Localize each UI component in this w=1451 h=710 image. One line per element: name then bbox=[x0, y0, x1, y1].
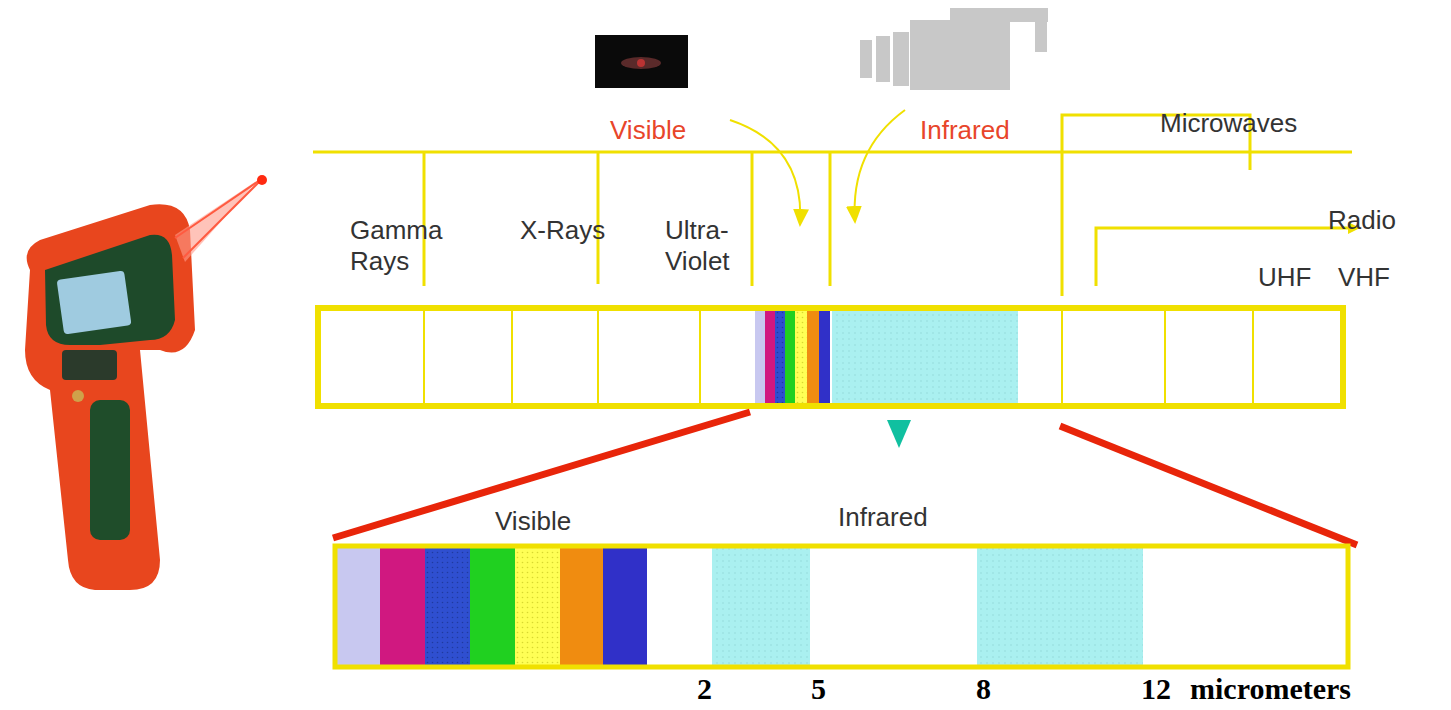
zoom-marker bbox=[887, 420, 911, 448]
band-heading: Visible bbox=[610, 115, 686, 146]
band-name: Ultra- Violet bbox=[665, 215, 751, 277]
pointer-arrow bbox=[730, 120, 800, 225]
axis-tick: 12 bbox=[1141, 673, 1171, 704]
pointer-arrow bbox=[855, 110, 905, 222]
band-name: X-Rays bbox=[520, 215, 605, 246]
axis-tick: 2 bbox=[697, 673, 712, 704]
axis-unit: micrometers bbox=[1190, 673, 1351, 704]
zoom-line bbox=[1060, 426, 1357, 545]
band-name: Gamma Rays bbox=[350, 215, 432, 277]
zoomed-bar bbox=[335, 546, 1348, 667]
band-name: UHF bbox=[1258, 262, 1311, 293]
video-camera bbox=[860, 8, 1048, 90]
spectrum-bar bbox=[318, 308, 1343, 406]
axis-tick: 8 bbox=[976, 673, 991, 704]
band-name: Radio bbox=[1328, 205, 1396, 236]
zoom-heading: Infrared bbox=[838, 502, 928, 533]
eye-picture bbox=[595, 35, 688, 88]
scale-lines bbox=[313, 115, 1352, 296]
zoom-heading: Visible bbox=[495, 506, 571, 537]
axis-tick: 5 bbox=[811, 673, 826, 704]
band-heading: Infrared bbox=[920, 115, 1010, 146]
band-name: Microwaves bbox=[1160, 108, 1297, 139]
zoom-line bbox=[333, 412, 750, 538]
ir-thermometer bbox=[25, 175, 267, 590]
band-name: VHF bbox=[1338, 262, 1390, 293]
